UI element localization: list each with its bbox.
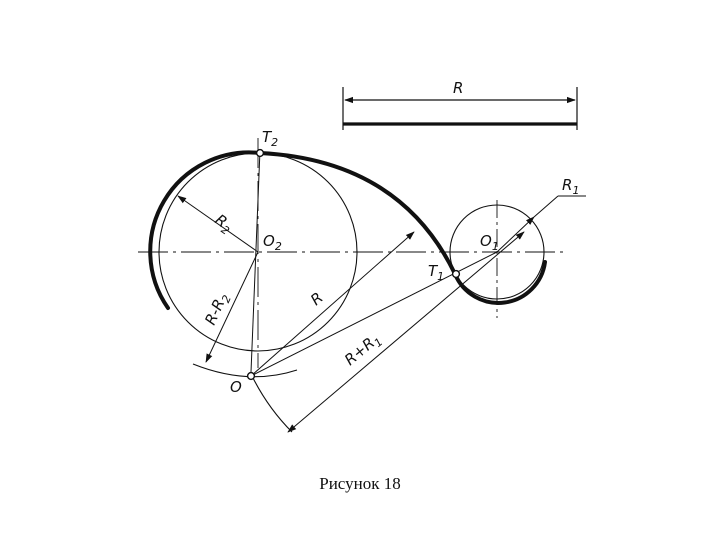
thick-outline [148,150,547,310]
outline-arc-o1 [453,260,547,305]
outline-tangent-arc [258,151,457,276]
radius-r1-arrow [496,216,535,253]
scale-bar: R [342,79,578,130]
arc-locus-o [192,363,298,378]
label-r-minus-r2: R-R2 [201,290,234,329]
label-o: O [230,378,242,396]
line-t2-o [250,149,261,373]
label-o1: O1 [480,232,499,253]
line-o-o1 [250,251,498,377]
radius-r1-leader [533,195,559,218]
label-o2: O2 [263,232,282,253]
point-t2 [255,148,265,158]
label-r-inner: R [307,289,327,309]
point-o [246,371,256,381]
dimension-r-plus-r1 [287,231,525,433]
point-t1 [451,269,461,279]
outline-arc-o2 [148,150,262,310]
radius-r2 [177,195,259,253]
label-t1: T1 [428,262,444,283]
radius-r [250,231,415,377]
label-r-plus-r1: R+R1 [341,329,385,371]
label-r1: R1 [562,176,579,197]
scale-label-r: R [453,79,463,97]
arc-rr1 [251,375,293,433]
radius-r-minus-r2 [205,251,259,363]
figure-caption: Рисунок 18 [319,474,401,493]
label-t2: T2 [262,128,278,149]
